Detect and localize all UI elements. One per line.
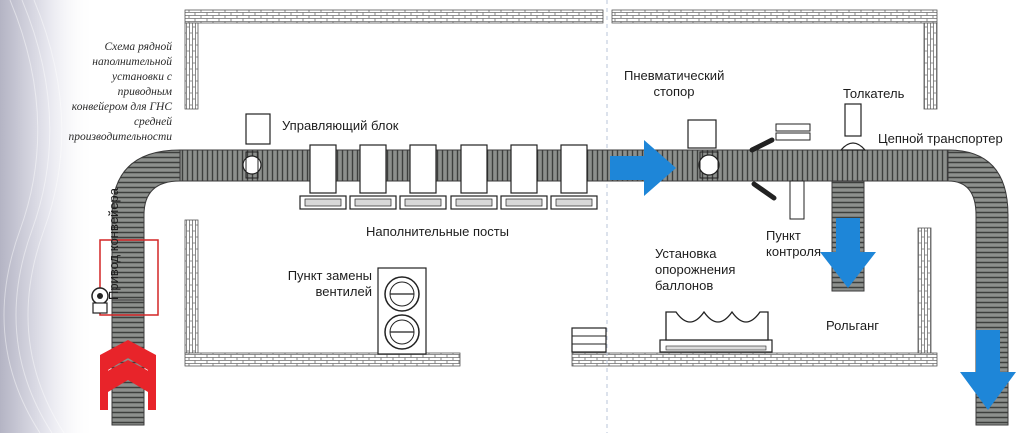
label-valve-replacement: Пункт замены вентилей	[287, 268, 372, 299]
pneumatic-stopper-icon	[698, 151, 720, 179]
control-point-device	[749, 123, 811, 220]
label-pneumatic-stopper: Пневматический стопор	[624, 68, 725, 99]
wall-bottom-right	[571, 352, 938, 367]
control-unit-box	[245, 113, 271, 145]
label-roller-table: Рольганг	[826, 318, 880, 333]
filling-post	[450, 144, 498, 210]
conveyor-left-curve	[111, 149, 181, 301]
drive-frame	[99, 239, 159, 316]
stopper-left-icon	[242, 151, 262, 179]
label-control-point: Пункт контроля	[766, 228, 821, 259]
arrow-main-blue	[610, 140, 676, 196]
label-conveyor-drive: Привод конвейера	[106, 188, 121, 300]
main-conveyor	[111, 149, 1009, 426]
scheme-caption: Схема рядной наполнительной установки с …	[68, 41, 172, 143]
wall-bottom-left	[184, 352, 461, 367]
label-chain-conveyor: Цепной транспортер	[878, 131, 1003, 146]
wall-top-left	[184, 9, 604, 24]
pusher-box	[844, 103, 862, 137]
wall-left-upper	[184, 22, 199, 110]
wall-right-upper	[923, 22, 938, 110]
filling-post	[299, 144, 347, 210]
label-emptying-unit: Установка опорожнения баллонов	[655, 246, 736, 293]
emptying-unit	[659, 310, 773, 353]
conveyor-motor-icon	[91, 287, 109, 314]
label-control-unit: Управляющий блок	[282, 118, 399, 133]
pneumatic-stopper-box	[687, 119, 717, 149]
arrow-exit-blue	[960, 330, 1016, 410]
filling-post	[399, 144, 447, 210]
left-decor-band	[0, 0, 95, 433]
pusher-head	[839, 142, 867, 151]
label-pusher: Толкатель	[843, 86, 905, 101]
wall-right-lower	[917, 227, 932, 354]
cabinet	[571, 327, 607, 353]
arrow-roller-blue	[820, 218, 876, 288]
filling-posts-group	[299, 144, 598, 210]
valve-replacement-station	[377, 267, 427, 355]
left-decor-swirl	[3, 0, 65, 433]
wall-left-lower	[184, 219, 199, 354]
filling-post	[349, 144, 397, 210]
building-walls	[184, 9, 938, 367]
label-filling-posts: Наполнительные посты	[366, 224, 510, 239]
filling-post	[500, 144, 548, 210]
filling-post	[550, 144, 598, 210]
direction-arrows	[100, 140, 1016, 410]
wall-top-right	[611, 9, 938, 24]
